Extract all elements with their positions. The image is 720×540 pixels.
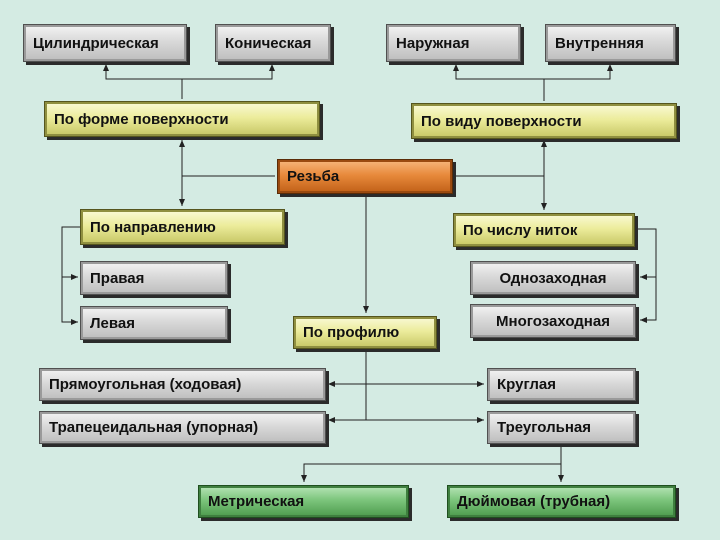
connector-direction-to-left: [61, 277, 78, 325]
node-left: Левая: [80, 306, 228, 340]
connector-thread-to-surface-type: [455, 140, 547, 177]
node-trapezoidal: Трапецеидальная (упорная): [39, 411, 326, 444]
node-by-thread-count: По числу ниток: [453, 213, 635, 247]
connector-triangular-to-metric: [301, 446, 562, 482]
connector-surface-shape-to-cylindrical: [103, 64, 183, 99]
connector-count-to-multi: [640, 277, 657, 323]
node-by-surface-shape: По форме поверхности: [44, 101, 320, 137]
node-right: Правая: [80, 261, 228, 295]
node-external: Наружная: [386, 24, 521, 62]
node-multi-start: Многозаходная: [470, 304, 636, 338]
node-by-profile: По профилю: [293, 316, 437, 349]
connector-thread-to-surface-shape: [179, 140, 275, 177]
node-metric: Метрическая: [198, 485, 409, 518]
connector-direction-to-right: [61, 226, 80, 280]
connector-count-to-single: [637, 228, 657, 280]
node-conical: Коническая: [215, 24, 331, 62]
node-by-direction: По направлению: [80, 209, 285, 245]
node-rectangular: Прямоугольная (ходовая): [39, 368, 326, 401]
node-round: Круглая: [487, 368, 636, 401]
node-triangular: Треугольная: [487, 411, 636, 444]
node-inch: Дюймовая (трубная): [447, 485, 676, 518]
node-internal: Внутренняя: [545, 24, 676, 62]
node-thread: Резьба: [277, 159, 453, 194]
node-cylindrical: Цилиндрическая: [23, 24, 187, 62]
connector-surface-type-to-internal: [544, 64, 613, 80]
connector-surface-shape-to-conical: [182, 64, 275, 80]
connector-surface-type-to-external: [453, 64, 545, 101]
node-single-start: Однозаходная: [470, 261, 636, 295]
node-by-surface-type: По виду поверхности: [411, 103, 677, 139]
